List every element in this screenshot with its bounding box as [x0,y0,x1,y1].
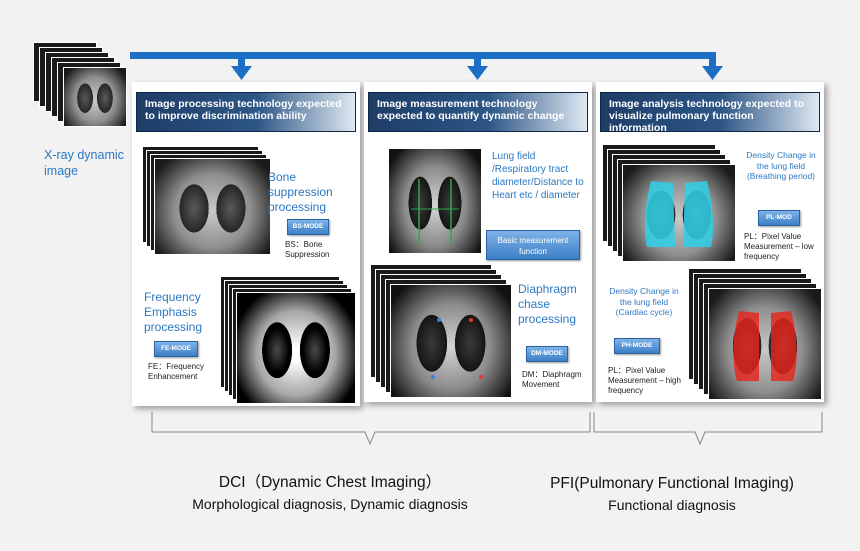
dci-title: DCI（Dynamic Chest Imaging） [218,474,442,491]
diaphragm-label: Diaphragm chase processing [518,282,577,326]
cardiac-label: Density Change in the lung field (Cardia… [609,286,679,317]
arrow-head-1 [231,66,252,80]
pfi-brace [593,412,823,446]
bs-mode-button[interactable]: BS-MODE [287,219,329,235]
breathing-label: Density Change in the lung field (Breath… [746,150,816,181]
source-xray-stack [33,42,135,134]
panel-title: Image measurement technology expected to… [368,92,588,132]
bone-note: BS：Bone Suppression [285,240,330,259]
arrow-head-3 [702,66,723,80]
bone-label: Bone suppression processing [268,170,333,214]
panel-analysis: Image analysis technology expected to vi… [596,82,824,402]
ph-mode-button[interactable]: PH-MODE [614,338,660,354]
panel-title: Image processing technology expected to … [136,92,356,132]
pl-mod-button[interactable]: PL-MOD [758,210,800,226]
diaphragm-markers [431,318,483,379]
arrow-head-2 [467,66,488,80]
freq-label: Frequency Emphasis processing [144,290,203,334]
panel-measurement: Image measurement technology expected to… [364,82,592,402]
panel-processing: Image processing technology expected to … [132,82,360,406]
dm-mode-button[interactable]: DM-MODE [526,346,568,362]
cardiac-overlay [733,311,797,381]
cardiac-xray-stack [688,268,824,402]
dci-brace [151,412,591,446]
freq-note: FE：Frequency Enhancement [148,362,205,381]
grouping-braces [151,412,823,446]
pfi-subtitle: Functional diagnosis [608,497,736,513]
connector-drop-3 [709,52,716,68]
breathing-overlay [644,181,714,247]
cardiac-note: PL：Pixel Value Measurement – high freque… [608,366,681,395]
basic-measurement-button[interactable]: Basic measurement function [486,230,580,260]
freq-xray-stack [220,276,358,404]
lung-label: Lung field /Respiratory tract diameter/D… [492,151,584,201]
measurement-lines [411,179,459,244]
pfi-title: PFI(Pulmonary Functional Imaging) [550,475,794,492]
panel-title: Image analysis technology expected to vi… [600,92,820,134]
fe-mode-button[interactable]: FE-MODE [154,341,198,357]
breathing-xray-stack [602,144,738,262]
breathing-note: PL：Pixel Value Measurement – low frequen… [744,232,814,261]
measurement-xray [388,148,482,254]
source-label: X-ray dynamic image [44,148,124,178]
dci-subtitle: Morphological diagnosis, Dynamic diagnos… [192,496,468,512]
diaphragm-note: DM：Diaphragm Movement [522,370,582,389]
arrow-heads [231,66,723,80]
bone-xray-stack [142,146,272,256]
connector-drop-2 [474,52,481,68]
connector-drop-1 [238,52,245,68]
connector-horizontal [130,52,715,59]
diaphragm-xray-stack [370,264,512,400]
